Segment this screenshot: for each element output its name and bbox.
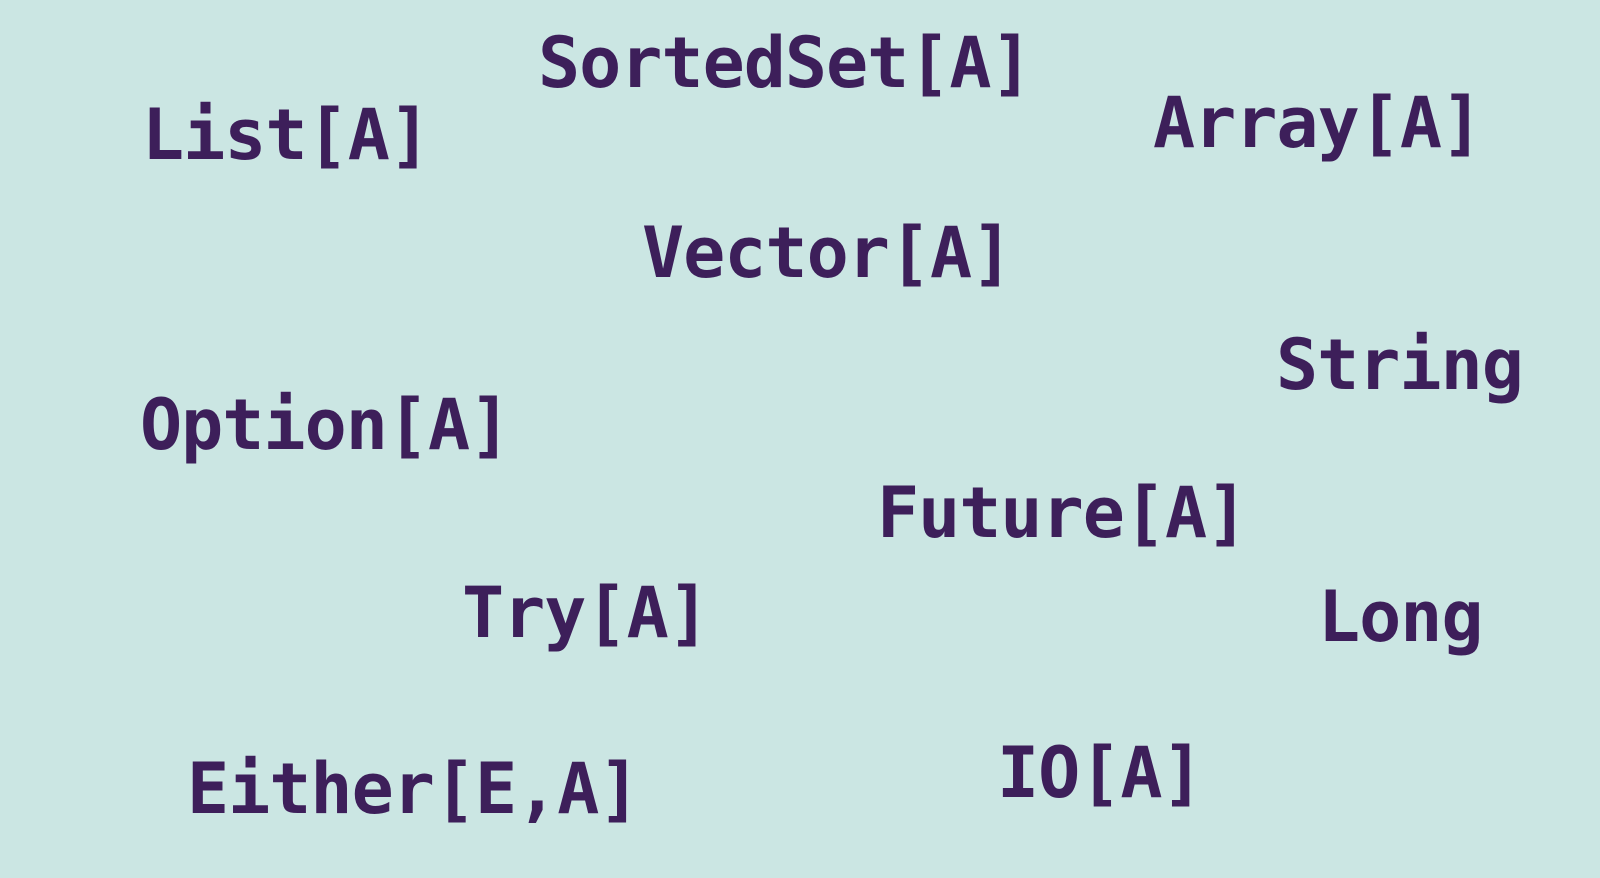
label-list: List[A] — [142, 94, 431, 176]
label-try: Try[A] — [462, 572, 710, 654]
label-future: Future[A] — [877, 472, 1248, 554]
label-string: String — [1276, 324, 1524, 406]
label-array: Array[A] — [1153, 82, 1483, 164]
label-sortedset: SortedSet[A] — [538, 22, 1033, 104]
label-io: IO[A] — [997, 732, 1204, 814]
label-option: Option[A] — [140, 384, 511, 466]
label-long: Long — [1318, 576, 1484, 658]
label-vector: Vector[A] — [642, 212, 1013, 294]
label-either: Either[E,A] — [187, 748, 641, 830]
